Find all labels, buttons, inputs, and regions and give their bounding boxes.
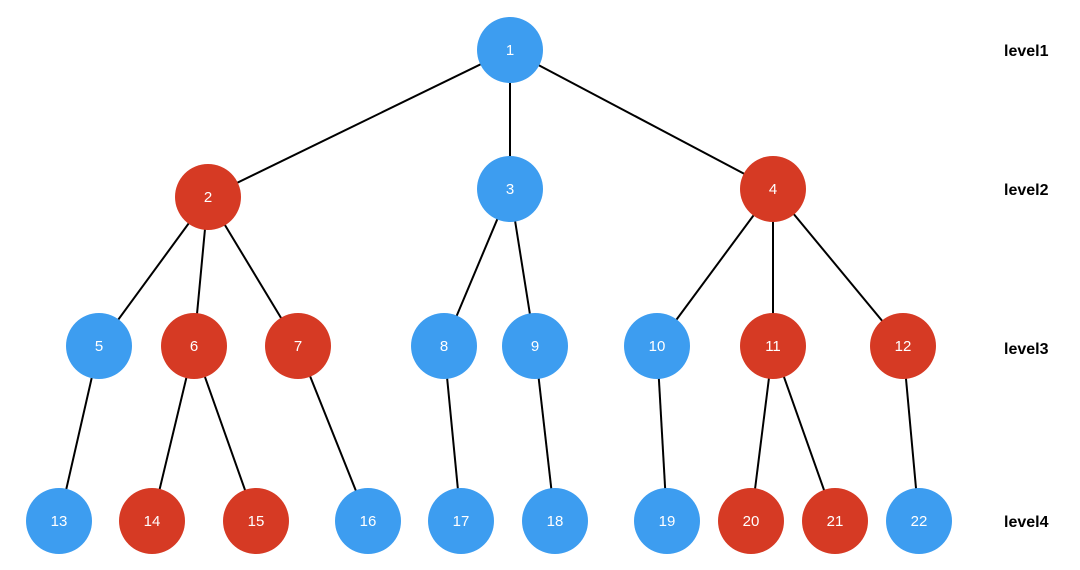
node-circle-4 [740,156,806,222]
node-circle-18 [522,488,588,554]
node-label-6: 6 [190,338,198,355]
node-label-21: 21 [827,513,844,530]
node-circle-21 [802,488,868,554]
node-circle-14 [119,488,185,554]
edge-1-2 [207,49,511,198]
node-circle-17 [428,488,494,554]
node-circle-2 [175,164,241,230]
tree-node-21: 21 [802,488,868,554]
tree-node-14: 14 [119,488,185,554]
node-label-22: 22 [911,513,928,530]
node-label-19: 19 [659,513,676,530]
node-circle-9 [502,313,568,379]
node-label-9: 9 [531,338,539,355]
tree-node-19: 19 [634,488,700,554]
tree-node-8: 8 [411,313,477,379]
node-circle-11 [740,313,806,379]
tree-node-3: 3 [477,156,543,222]
tree-node-18: 18 [522,488,588,554]
tree-node-9: 9 [502,313,568,379]
edge-4-12 [772,188,904,347]
node-circle-22 [886,488,952,554]
node-label-13: 13 [51,513,68,530]
tree-node-7: 7 [265,313,331,379]
node-circle-5 [66,313,132,379]
node-label-17: 17 [453,513,470,530]
node-circle-19 [634,488,700,554]
node-circle-15 [223,488,289,554]
node-label-10: 10 [649,338,666,355]
node-label-16: 16 [360,513,377,530]
level-labels: level1 level2 level3 level4 [1004,43,1049,531]
tree-node-2: 2 [175,164,241,230]
tree-node-5: 5 [66,313,132,379]
node-label-20: 20 [743,513,760,530]
tree-node-11: 11 [740,313,806,379]
tree-node-22: 22 [886,488,952,554]
tree-node-16: 16 [335,488,401,554]
node-circle-13 [26,488,92,554]
node-label-11: 11 [765,338,781,355]
node-label-4: 4 [769,181,777,198]
node-circle-10 [624,313,690,379]
level-label-1: level1 [1004,43,1049,60]
node-circle-8 [411,313,477,379]
node-label-12: 12 [895,338,912,355]
node-label-5: 5 [95,338,103,355]
node-circle-7 [265,313,331,379]
level-label-4: level4 [1004,514,1049,531]
node-circle-20 [718,488,784,554]
edge-1-4 [509,49,774,190]
tree-node-20: 20 [718,488,784,554]
node-label-15: 15 [248,513,265,530]
tree-node-15: 15 [223,488,289,554]
tree-node-6: 6 [161,313,227,379]
tree-node-1: 1 [477,17,543,83]
tree-node-4: 4 [740,156,806,222]
level-label-3: level3 [1004,341,1049,358]
tree-edges [58,49,920,522]
node-circle-3 [477,156,543,222]
node-label-8: 8 [440,338,448,355]
node-circle-12 [870,313,936,379]
node-circle-6 [161,313,227,379]
node-label-14: 14 [144,513,161,530]
node-circle-1 [477,17,543,83]
node-label-3: 3 [506,181,514,198]
tree-node-10: 10 [624,313,690,379]
tree-node-12: 12 [870,313,936,379]
node-label-1: 1 [506,42,514,59]
level-label-2: level2 [1004,182,1049,199]
tree-node-17: 17 [428,488,494,554]
node-label-18: 18 [547,513,564,530]
node-circle-16 [335,488,401,554]
node-label-2: 2 [204,189,212,206]
tree-node-13: 13 [26,488,92,554]
node-label-7: 7 [294,338,302,355]
